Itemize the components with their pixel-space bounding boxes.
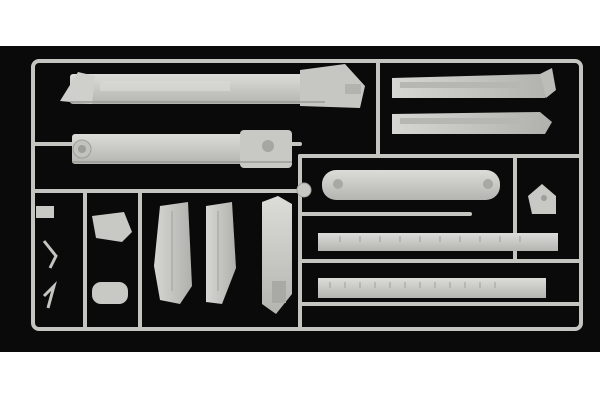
small-part-bracket [92,212,132,242]
vertical-part-left [154,202,192,304]
serrated-part-2 [392,112,552,134]
ruler-part-lower [318,278,546,298]
serrated-part-1 [392,68,556,98]
capsule-part [322,170,500,200]
small-part-hook [42,240,58,309]
sprue-photo [0,46,600,352]
sprue-illustration [0,46,600,352]
small-part-rounded [92,282,128,304]
vertical-part-pointed [262,196,292,314]
round-nub [296,182,312,198]
small-part-tab [36,206,54,218]
long-bar-part-second [72,130,292,168]
long-bar-part-top [60,64,365,108]
ruler-part-upper [318,233,558,251]
vertical-part-middle [206,202,236,304]
bracket-part-right [528,184,556,214]
